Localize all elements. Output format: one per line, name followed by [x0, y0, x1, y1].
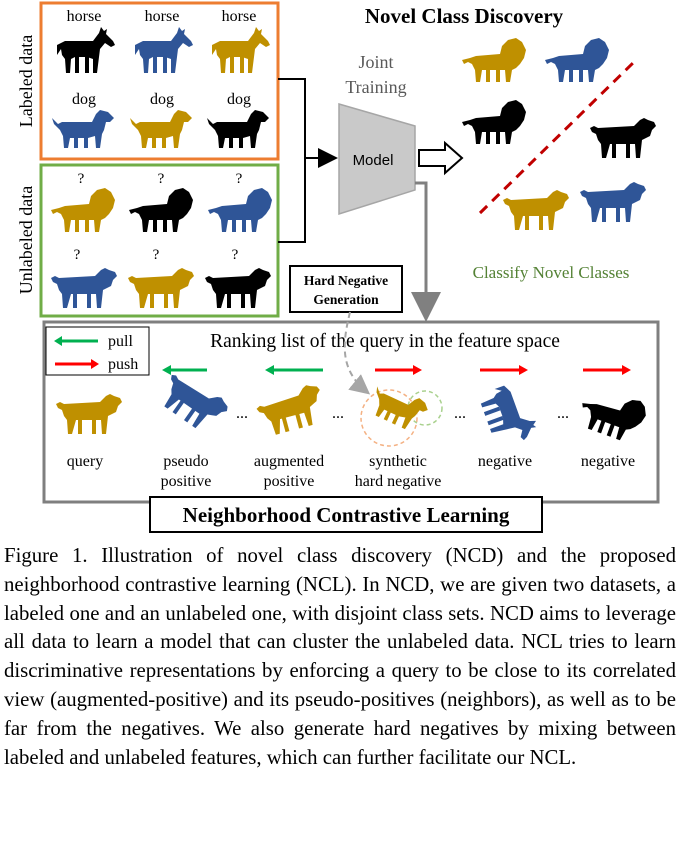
lion-icon: [545, 38, 609, 82]
augmented-positive-cow-icon: [253, 382, 329, 438]
unlabeled-data-label: Unlabeled data: [16, 186, 36, 294]
hard-negative-arrow: [343, 311, 371, 395]
ranking-item-label: augmented: [254, 453, 324, 470]
unknown-mark: ?: [158, 171, 165, 187]
dog-icon: [130, 110, 192, 148]
synthetic-hard-negative-dog-icon: [365, 379, 431, 435]
lion-icon: [462, 38, 526, 82]
model-label: Model: [353, 152, 394, 169]
dog-icon: [52, 110, 114, 148]
horse-icon: [57, 27, 115, 73]
unlabeled-connector: [278, 158, 306, 243]
legend-push-arrowhead: [91, 359, 99, 369]
ranking-item-label: query: [67, 453, 103, 470]
hard-negative-label: Hard Negative: [304, 273, 388, 288]
ranking-item-label: pseudo: [163, 453, 208, 470]
lion-icon: [208, 188, 272, 232]
cow-icon: [51, 268, 117, 308]
horse-icon: [135, 27, 193, 73]
mix-circle: [407, 390, 443, 426]
cow-icon: [580, 182, 646, 222]
cow-icon: [205, 268, 271, 308]
labeled-connector: [278, 78, 306, 158]
model-trapezoid: [338, 103, 416, 216]
ellipsis: ...: [332, 405, 344, 422]
ellipsis: ...: [236, 405, 248, 422]
dog-label-3: dog: [227, 91, 251, 108]
ranking-item-label: positive: [161, 473, 212, 490]
ellipsis: ...: [454, 405, 466, 422]
ranking-item-label: synthetic: [369, 453, 427, 470]
pull-arrow: [265, 365, 323, 375]
ranking-item-label: positive: [264, 473, 315, 490]
legend-pull-arrowhead: [54, 336, 62, 346]
negative-lion-icon: [574, 382, 650, 446]
ncl-banner-label: Neighborhood Contrastive Learning: [183, 503, 510, 527]
legend-pull-label: pull: [108, 333, 133, 350]
push-arrow: [583, 365, 631, 375]
model-to-ranking-arrow: [411, 181, 441, 322]
lion-icon: [462, 100, 526, 144]
ranking-item-label: negative: [478, 453, 532, 470]
cow-icon: [503, 190, 569, 230]
dog-label-2: dog: [150, 91, 174, 108]
ranking-title: Ranking list of the query in the feature…: [210, 331, 560, 352]
lion-icon: [51, 188, 115, 232]
unknown-mark: ?: [236, 171, 243, 187]
unknown-mark: ?: [78, 171, 85, 187]
class-separator-line: [478, 58, 638, 215]
horse-label-3: horse: [222, 8, 257, 25]
legend-box: [45, 326, 150, 376]
dog-label-1: dog: [72, 91, 96, 108]
query-cow-icon: [56, 394, 122, 434]
lion-icon: [129, 188, 193, 232]
mix-circle: [360, 389, 418, 447]
push-arrow: [480, 365, 528, 375]
joint-training-label-2: Training: [345, 77, 406, 97]
unknown-mark: ?: [74, 247, 81, 263]
cow-icon: [128, 268, 194, 308]
unknown-mark: ?: [153, 247, 160, 263]
cow-icon: [590, 118, 656, 158]
horse-label-2: horse: [145, 8, 180, 25]
negative-horse-icon: [477, 379, 541, 450]
pull-arrow: [162, 365, 207, 375]
horse-label-1: horse: [67, 8, 102, 25]
dog-icon: [207, 110, 269, 148]
hard-negative-box: [289, 265, 403, 313]
output-hollow-arrow: [418, 140, 464, 176]
legend-push-label: push: [108, 356, 138, 373]
ellipsis: ...: [557, 405, 569, 422]
figure-caption: Figure 1. Illustration of novel class di…: [4, 544, 676, 769]
ncd-figure: Labeled data horse horse horse dog dog d…: [16, 1, 660, 533]
labeled-data-label: Labeled data: [16, 35, 36, 127]
ncl-banner-box: [149, 496, 543, 533]
push-arrow: [375, 365, 422, 375]
joint-training-label: Joint: [358, 52, 393, 72]
ranking-item-label: hard negative: [355, 473, 442, 490]
unlabeled-data-box: [39, 163, 280, 318]
horse-icon: [212, 27, 270, 73]
ranking-item-label: negative: [581, 453, 635, 470]
labeled-data-box: [39, 1, 280, 161]
classify-label: Classify Novel Classes: [473, 263, 630, 282]
hard-negative-label-2: Generation: [313, 292, 379, 307]
ncd-title: Novel Class Discovery: [365, 4, 564, 28]
unknown-mark: ?: [232, 247, 239, 263]
pseudo-positive-cow-icon: [154, 366, 232, 438]
